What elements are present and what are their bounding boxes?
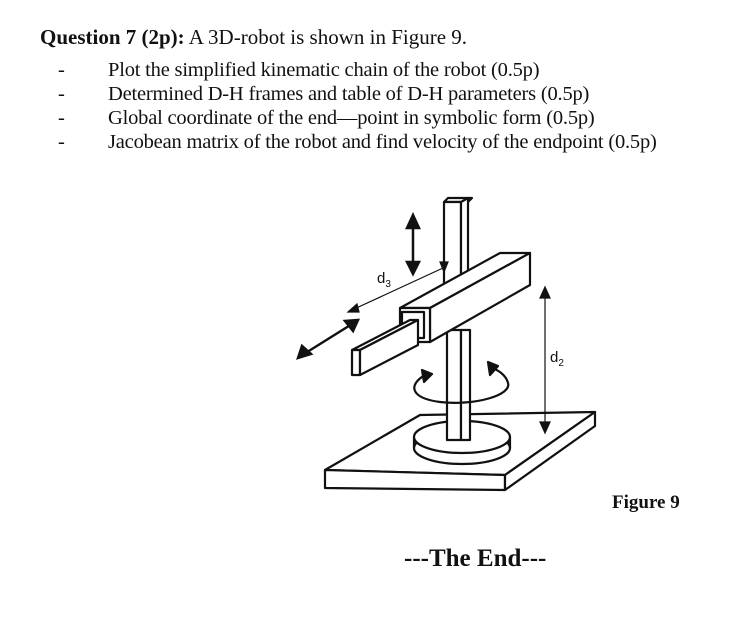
extending-arm [350, 318, 420, 377]
robot-diagram: d3 d2 [296, 196, 597, 492]
question-text: A 3D-robot is shown in Figure 9. [184, 25, 468, 49]
vertical-double-arrow-icon [404, 212, 422, 277]
task-text: Plot the simplified kinematic chain of t… [108, 59, 540, 81]
bullet-dash: - [58, 107, 65, 129]
d3-dimension-arrow [346, 261, 449, 313]
lower-column [445, 328, 472, 442]
bullet-dash: - [58, 131, 65, 153]
d2-label: d2 [550, 349, 564, 369]
d3-label: d3 [377, 270, 391, 290]
d2-dimension-arrow [539, 285, 551, 435]
task-text: Jacobean matrix of the robot and find ve… [108, 131, 657, 153]
rotation-arrow-icon [413, 360, 510, 404]
question-label: Question 7 (2p): [40, 25, 185, 49]
bullet-dash: - [58, 83, 65, 105]
the-end-footer: ---The End--- [404, 545, 547, 572]
horizontal-double-arrow-icon [296, 318, 361, 360]
figure-caption: Figure 9 [612, 492, 680, 513]
task-text: Determined D-H frames and table of D-H p… [108, 83, 590, 105]
robot-figure: d3 d2 [280, 190, 620, 510]
task-text: Global coordinate of the end—point in sy… [108, 107, 595, 129]
bullet-dash: - [58, 59, 65, 81]
question-title: Question 7 (2p): A 3D-robot is shown in … [40, 24, 467, 50]
base-plate [323, 410, 597, 492]
